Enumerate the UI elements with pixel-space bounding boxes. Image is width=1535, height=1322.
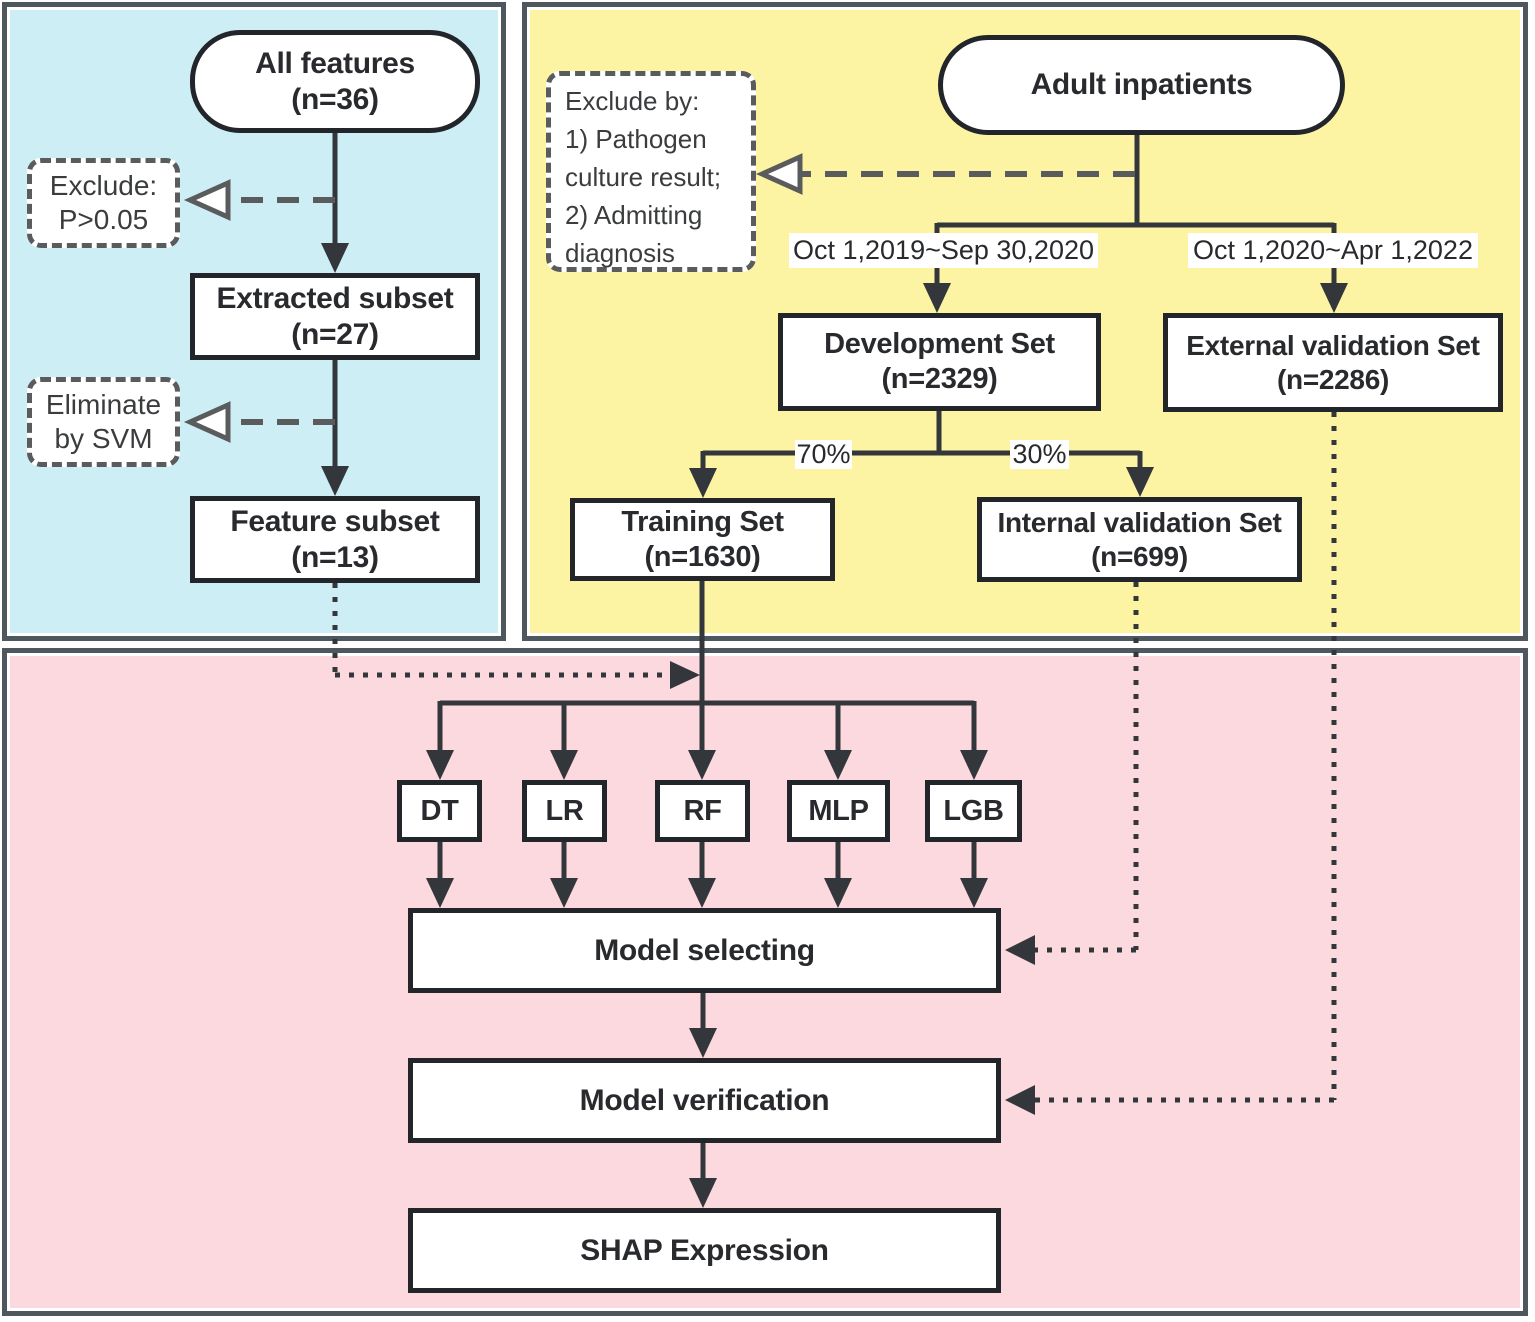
all-features-count: (n=36) [291, 82, 379, 116]
shap-expression-node: SHAP Expression [408, 1208, 1001, 1293]
exclude-by-line5: diagnosis [565, 238, 675, 268]
split-30-label: 30% [1010, 439, 1069, 469]
eliminate-svm-node: Eliminate by SVM [27, 377, 180, 467]
development-set-count: (n=2329) [881, 363, 998, 395]
feature-subset-label: Feature subset [230, 504, 440, 538]
development-set-node: Development Set (n=2329) [778, 313, 1101, 411]
model-lgb-node: LGB [925, 780, 1022, 842]
external-validation-set-label: External validation Set [1186, 329, 1480, 361]
training-set-label: Training Set [621, 505, 784, 538]
training-set-count: (n=1630) [644, 540, 761, 573]
model-verification-label: Model verification [579, 1083, 830, 1117]
model-lr-node: LR [522, 780, 607, 842]
exclude-by-line1: Exclude by: [565, 86, 700, 116]
exclude-p-line1: Exclude: [49, 170, 158, 202]
model-mlp-node: MLP [787, 780, 890, 842]
eliminate-svm-line1: Eliminate [45, 389, 162, 421]
period-development-label: Oct 1,2019~Sep 30,2020 [789, 233, 1098, 268]
extracted-subset-count: (n=27) [291, 317, 379, 351]
model-dt-node: DT [397, 780, 482, 842]
model-lr-label: LR [545, 794, 584, 827]
exclude-p-line2: P>0.05 [58, 204, 149, 235]
model-rf-node: RF [655, 780, 750, 842]
internal-validation-set-node: Internal validation Set (n=699) [977, 497, 1302, 582]
internal-validation-set-label: Internal validation Set [997, 506, 1282, 538]
adult-inpatients-node: Adult inpatients [938, 35, 1345, 135]
feature-subset-node: Feature subset (n=13) [190, 496, 480, 583]
model-selecting-node: Model selecting [408, 908, 1001, 993]
exclude-by-line2: 1) Pathogen [565, 124, 707, 154]
exclude-by-node: Exclude by: 1) Pathogen culture result; … [546, 71, 756, 272]
model-verification-node: Model verification [408, 1058, 1001, 1143]
all-features-node: All features (n=36) [190, 30, 480, 133]
extracted-subset-label: Extracted subset [216, 281, 454, 315]
model-rf-label: RF [683, 794, 722, 827]
internal-validation-set-count: (n=699) [1091, 540, 1188, 572]
exclude-p-node: Exclude: P>0.05 [27, 158, 180, 248]
all-features-label: All features [255, 46, 415, 80]
model-dt-label: DT [420, 794, 459, 827]
split-70-label: 70% [795, 439, 852, 469]
external-validation-set-node: External validation Set (n=2286) [1163, 313, 1503, 412]
training-set-node: Training Set (n=1630) [570, 498, 835, 581]
model-mlp-label: MLP [808, 794, 869, 827]
extracted-subset-node: Extracted subset (n=27) [190, 273, 480, 360]
eliminate-svm-line2: by SVM [54, 423, 153, 454]
development-set-label: Development Set [824, 328, 1055, 361]
external-validation-set-count: (n=2286) [1277, 363, 1389, 395]
exclude-by-line4: 2) Admitting [565, 200, 703, 230]
shap-expression-label: SHAP Expression [580, 1233, 829, 1267]
model-selecting-label: Model selecting [594, 933, 815, 967]
exclude-by-line3: culture result; [565, 162, 722, 192]
period-external-label: Oct 1,2020~Apr 1,2022 [1188, 233, 1478, 268]
model-lgb-label: LGB [943, 794, 1004, 827]
adult-inpatients-label: Adult inpatients [1030, 68, 1253, 101]
feature-subset-count: (n=13) [291, 540, 379, 574]
